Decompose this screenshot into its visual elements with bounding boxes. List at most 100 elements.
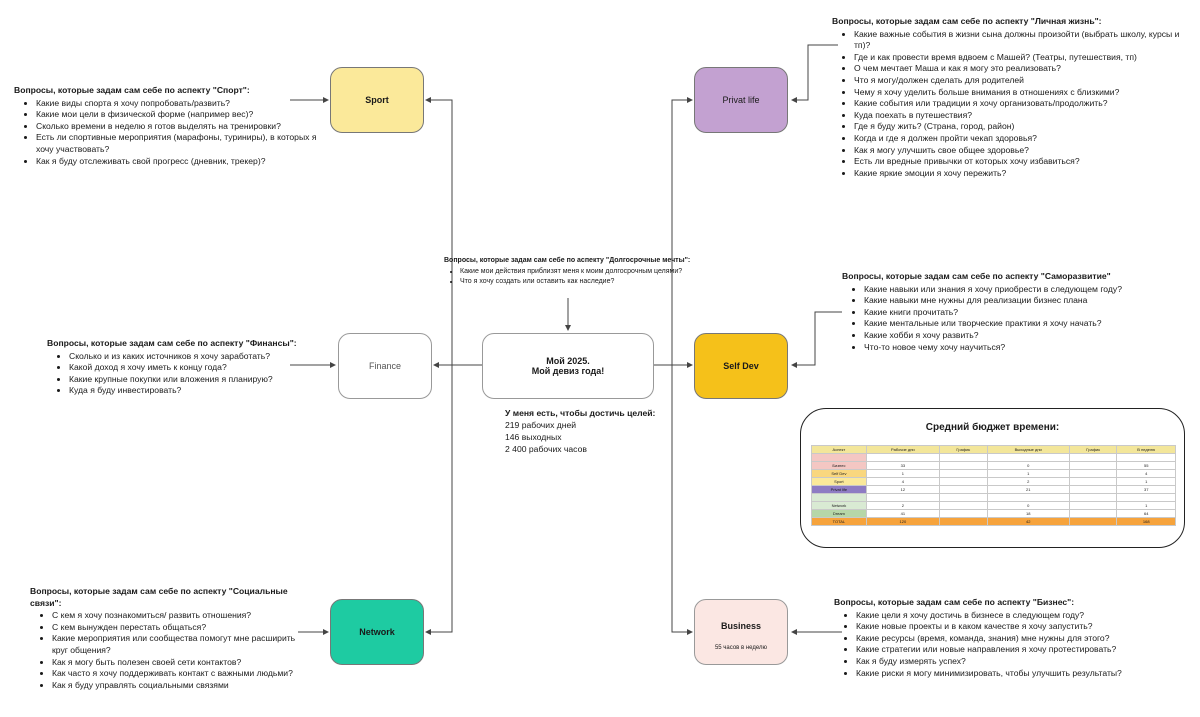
sport-questions-list: Какие виды спорта я хочу попробовать/раз… xyxy=(14,98,319,168)
table-cell: 120 xyxy=(865,517,940,526)
table-cell: 18 xyxy=(986,509,1070,518)
table-cell xyxy=(1068,509,1118,518)
table-cell xyxy=(938,453,988,462)
table-cell: 1 xyxy=(986,469,1070,478)
business-questions: Вопросы, которые задам сам себе по аспек… xyxy=(834,597,1189,679)
arrow-selfdev-q xyxy=(791,311,842,368)
selfdev-questions: Вопросы, которые задам сам себе по аспек… xyxy=(842,271,1187,353)
table-cell: 0 xyxy=(986,501,1070,510)
node-selfdev-label: Self Dev xyxy=(723,361,759,371)
table-cell xyxy=(1068,485,1118,494)
table-cell xyxy=(1068,517,1118,526)
table-cell: 55 xyxy=(1116,461,1176,470)
table-row xyxy=(811,453,1176,462)
sport-questions: Вопросы, которые задам сам себе по аспек… xyxy=(14,85,319,167)
table-cell: 1 xyxy=(865,469,940,478)
table-cell: Бизнес xyxy=(811,461,867,470)
privat-questions: Вопросы, которые задам сам себе по аспек… xyxy=(832,16,1187,179)
list-item: Какие новые проекты и в каком качестве я… xyxy=(856,621,1189,633)
node-sport[interactable]: Sport xyxy=(330,67,424,133)
list-item: Что я хочу создать или оставить как насл… xyxy=(460,277,694,287)
list-item: Как часто я хочу поддерживать контакт с … xyxy=(52,668,310,680)
table-cell xyxy=(865,453,940,462)
list-item: Есть ли вредные привычки от которых хочу… xyxy=(854,156,1187,168)
node-center[interactable]: Мой 2025. Мой девиз года! xyxy=(482,333,654,399)
list-item: Есть ли спортивные мероприятия (марафоны… xyxy=(36,132,319,155)
center-line-1: Мой 2025. xyxy=(546,356,590,366)
node-business-label: Business xyxy=(720,621,762,631)
node-finance[interactable]: Finance xyxy=(338,333,432,399)
dream-questions: Вопросы, которые задам сам себе по аспек… xyxy=(444,256,694,287)
goals-title: У меня есть, чтобы достичь целей: xyxy=(505,408,656,418)
finance-questions: Вопросы, которые задам сам себе по аспек… xyxy=(47,338,312,397)
node-network[interactable]: Network xyxy=(330,599,424,665)
table-header: График xyxy=(938,445,988,454)
table-cell: Self Dev xyxy=(811,469,867,478)
table-cell xyxy=(811,493,867,502)
list-item: Что я могу/должен сделать для родителей xyxy=(854,75,1187,87)
list-item: С кем я хочу познакомиться/ развить отно… xyxy=(52,610,310,622)
table-cell: Sport xyxy=(811,477,867,486)
node-sport-label: Sport xyxy=(365,95,389,105)
list-item: Какие ментальные или творческие практики… xyxy=(864,318,1187,330)
table-cell xyxy=(811,453,867,462)
list-item: Какие мои действия приблизят меня к моим… xyxy=(460,267,694,277)
node-business[interactable]: Business 55 часов в неделю xyxy=(694,599,788,665)
node-privat-life[interactable]: Privat life xyxy=(694,67,788,133)
table-cell xyxy=(1068,453,1118,462)
table-cell: 4 xyxy=(865,477,940,486)
table-cell: Privat life xyxy=(811,485,867,494)
list-item: Какие крупные покупки или вложения я пла… xyxy=(69,374,312,386)
table-cell: 1 xyxy=(1116,501,1176,510)
arrow-to-privat xyxy=(671,97,693,365)
privat-questions-title: Вопросы, которые задам сам себе по аспек… xyxy=(832,16,1102,26)
finance-questions-title: Вопросы, которые задам сам себе по аспек… xyxy=(47,338,297,348)
table-cell xyxy=(1116,453,1176,462)
table-cell xyxy=(938,469,988,478)
table-header: Выходные дни xyxy=(986,445,1070,454)
table-cell xyxy=(1068,469,1118,478)
table-header-row: Аспект Рабочие дни График Выходные дни Г… xyxy=(811,445,1176,454)
table-cell xyxy=(938,517,988,526)
list-item: Куда я буду инвестировать? xyxy=(69,385,312,397)
time-budget-title: Средний бюджет времени: xyxy=(925,422,1060,433)
list-item: Какие навыки мне нужны для реализации би… xyxy=(864,295,1187,307)
list-item: Какие яркие эмоции я хочу пережить? xyxy=(854,168,1187,180)
goals-line: 146 выходных xyxy=(505,432,562,442)
table-cell xyxy=(938,461,988,470)
arrow-to-business xyxy=(671,365,693,635)
table-cell: 2 xyxy=(865,501,940,510)
business-questions-title: Вопросы, которые задам сам себе по аспек… xyxy=(834,597,1075,607)
table-cell: Network xyxy=(811,501,867,510)
arrow-to-network xyxy=(425,365,453,635)
list-item: Какие книги прочитать? xyxy=(864,307,1187,319)
list-item: С кем вынужден перестать общаться? xyxy=(52,622,310,634)
arrow-privat-q xyxy=(791,44,838,103)
list-item: Какие хобби я хочу развить? xyxy=(864,330,1187,342)
table-cell: 0 xyxy=(986,461,1070,470)
table-cell: 1 xyxy=(1116,477,1176,486)
list-item: Какие события или традиции я хочу органи… xyxy=(854,98,1187,110)
table-header: Рабочие дни xyxy=(865,445,940,454)
node-selfdev[interactable]: Self Dev xyxy=(694,333,788,399)
dream-questions-title: Вопросы, которые задам сам себе по аспек… xyxy=(444,257,691,264)
node-network-label: Network xyxy=(359,627,395,637)
list-item: Как я буду управлять социальными связями xyxy=(52,680,310,692)
list-item: Как я буду измерять успех? xyxy=(856,656,1189,668)
network-questions-list: С кем я хочу познакомиться/ развить отно… xyxy=(30,610,310,691)
list-item: Что-то новое чему хочу научиться? xyxy=(864,342,1187,354)
table-cell: 12 xyxy=(865,485,940,494)
list-item: Какие риски я могу минимизировать, чтобы… xyxy=(856,668,1189,680)
table-cell: 4 xyxy=(1116,469,1176,478)
table-cell xyxy=(986,493,1070,502)
list-item: Как я буду отслеживать свой прогресс (дн… xyxy=(36,156,319,168)
list-item: Какие стратегии или новые направления я … xyxy=(856,644,1189,656)
table-header: Аспект xyxy=(811,445,867,454)
list-item: Какие цели я хочу достичь в бизнесе в сл… xyxy=(856,610,1189,622)
list-item: Где и как провести время вдвоем с Машей?… xyxy=(854,52,1187,64)
